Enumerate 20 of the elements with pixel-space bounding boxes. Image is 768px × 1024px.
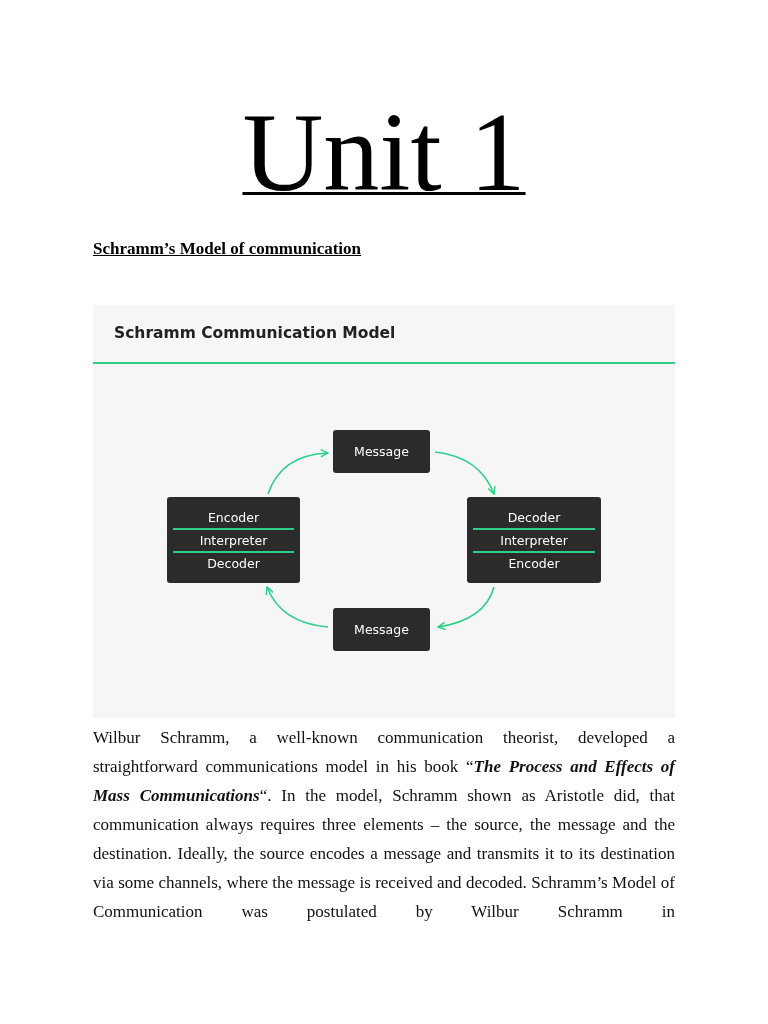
arrow — [434, 451, 496, 495]
box-label: Message — [353, 443, 410, 461]
arrow — [267, 449, 329, 495]
box-label: Encoder — [473, 550, 595, 574]
sender-box — [167, 497, 300, 583]
section-heading: Schramm’s Model of communication — [93, 239, 362, 259]
figure-label: Schramm Communication Model — [114, 324, 396, 342]
receiver-box — [467, 497, 601, 583]
arrow — [265, 586, 329, 628]
box-label: Interpreter — [173, 527, 294, 551]
box-label: Decoder — [173, 550, 294, 574]
box-label: Interpreter — [473, 527, 595, 551]
body-paragraph: Wilbur Schramm, a well-known communication theorist, developed a straightforward communications model in his book “The Process and Effects of Mass Communications“. In the model, Schramm shown as Aristotle did, that communication always requires three elements – the source, the message and the destination. Ideally, the source encodes a message and transmits it to its destination via some channels, where the message is received and decoded. Schramm’s Model of Communication was postulated by Wilbur Schramm in — [93, 727, 675, 923]
message-box — [333, 608, 430, 651]
message-box — [333, 430, 430, 473]
box-label: Decoder — [506, 508, 562, 527]
arrow — [437, 586, 495, 630]
page-title: Unit 1 — [242, 90, 526, 214]
box-label: Message — [353, 621, 410, 639]
box-label: Encoder — [206, 508, 261, 527]
